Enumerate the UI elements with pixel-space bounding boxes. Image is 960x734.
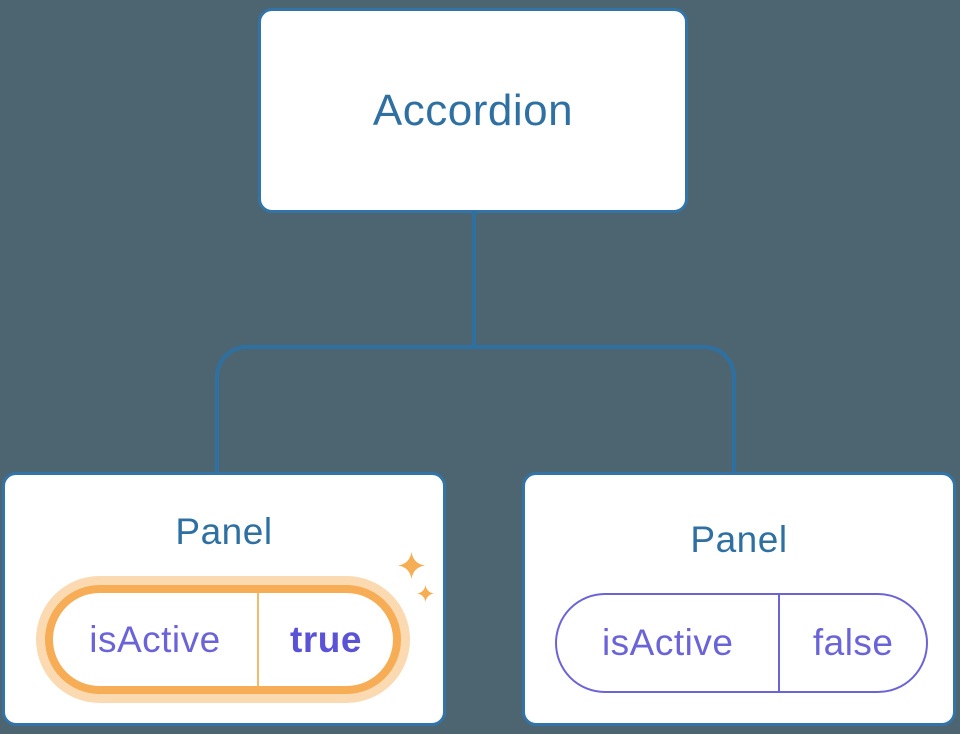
state-value-label: true	[290, 618, 362, 660]
panel-node-inactive: Panel isActive false	[522, 472, 956, 726]
state-name-label: isActive	[557, 595, 781, 691]
panel-title: Panel	[175, 511, 273, 552]
connector-branch	[215, 345, 736, 472]
state-name-label: isActive	[53, 593, 259, 686]
state-pill-active: isActive true	[45, 585, 401, 694]
state-pill-inactive: isActive false	[555, 593, 928, 693]
panel-title: Panel	[690, 519, 788, 560]
panel-node-active: Panel isActive true	[2, 472, 446, 726]
sparkle-icon	[398, 552, 425, 579]
accordion-node: Accordion	[258, 8, 688, 213]
accordion-node-label: Accordion	[372, 85, 574, 135]
state-value-label: false	[812, 622, 894, 663]
connector-stem	[472, 211, 476, 349]
sparkle-icon	[417, 585, 434, 602]
